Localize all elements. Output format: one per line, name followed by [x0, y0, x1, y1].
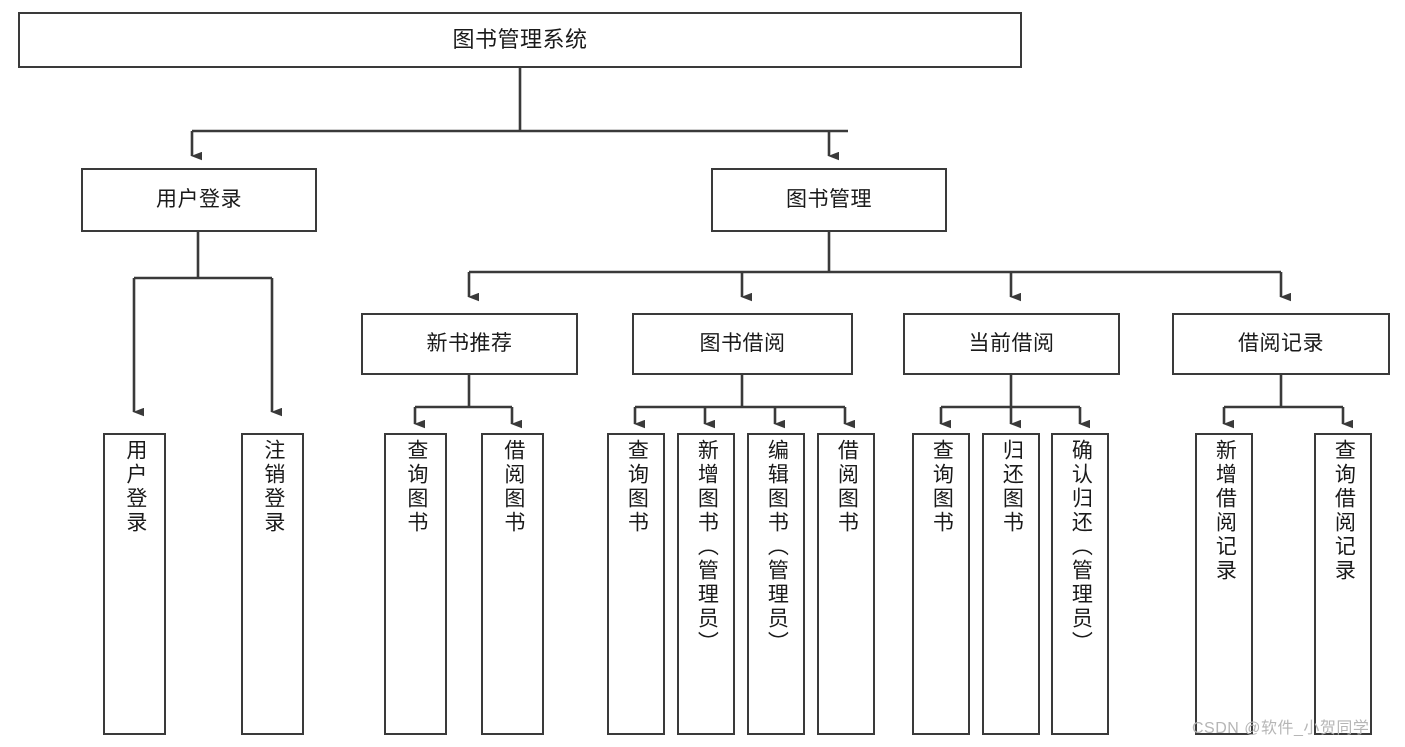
- leaf-current-query-book[interactable]: 查询图书: [912, 433, 970, 735]
- node-book-management[interactable]: 图书管理: [711, 168, 947, 232]
- node-label: 图书借阅: [699, 331, 786, 355]
- node-label: 用户登录: [123, 439, 147, 535]
- node-label: 用户登录: [156, 187, 242, 211]
- node-label: 借阅图书: [835, 439, 859, 535]
- node-book-borrow[interactable]: 图书借阅: [632, 313, 853, 375]
- leaf-current-return-book[interactable]: 归还图书: [982, 433, 1040, 735]
- node-current-borrow[interactable]: 当前借阅: [903, 313, 1120, 375]
- node-label: 查询图书: [625, 439, 649, 535]
- leaf-records-query-record[interactable]: 查询借阅记录: [1314, 433, 1372, 735]
- leaf-logout-login[interactable]: 注销登录: [241, 433, 304, 735]
- node-label: 注销登录: [261, 439, 285, 535]
- node-label: 图书管理系统: [452, 27, 588, 53]
- leaf-newbook-borrow-book[interactable]: 借阅图书: [481, 433, 544, 735]
- node-label: 借阅图书: [501, 439, 525, 535]
- leaf-borrow-edit-book-admin[interactable]: 编辑图书（管理员）: [747, 433, 805, 735]
- node-label: 当前借阅: [968, 331, 1055, 355]
- watermark-text: CSDN @软件_小贺同学: [1192, 720, 1370, 737]
- leaf-borrow-add-book-admin[interactable]: 新增图书（管理员）: [677, 433, 735, 735]
- leaf-user-login[interactable]: 用户登录: [103, 433, 166, 735]
- node-root-system[interactable]: 图书管理系统: [18, 12, 1022, 68]
- node-user-login[interactable]: 用户登录: [81, 168, 317, 232]
- node-label: 借阅记录: [1238, 331, 1324, 355]
- node-label: 查询图书: [404, 439, 428, 535]
- node-label: 查询图书: [930, 439, 954, 535]
- connector-lines: [132, 68, 1353, 429]
- node-label: 确认归还（管理员）: [1069, 439, 1093, 655]
- node-borrow-records[interactable]: 借阅记录: [1172, 313, 1390, 375]
- leaf-records-add-record[interactable]: 新增借阅记录: [1195, 433, 1253, 735]
- node-new-book-recommend[interactable]: 新书推荐: [361, 313, 578, 375]
- node-label: 新增图书（管理员）: [695, 439, 719, 655]
- node-label: 新增借阅记录: [1213, 439, 1237, 583]
- node-label: 归还图书: [1000, 439, 1024, 535]
- node-label: 图书管理: [786, 187, 872, 211]
- leaf-borrow-query-book[interactable]: 查询图书: [607, 433, 665, 735]
- leaf-borrow-borrow-book[interactable]: 借阅图书: [817, 433, 875, 735]
- node-label: 查询借阅记录: [1332, 439, 1356, 583]
- node-label: 编辑图书（管理员）: [765, 439, 789, 655]
- leaf-current-confirm-return-admin[interactable]: 确认归还（管理员）: [1051, 433, 1109, 735]
- node-label: 新书推荐: [426, 331, 513, 355]
- leaf-newbook-query-book[interactable]: 查询图书: [384, 433, 447, 735]
